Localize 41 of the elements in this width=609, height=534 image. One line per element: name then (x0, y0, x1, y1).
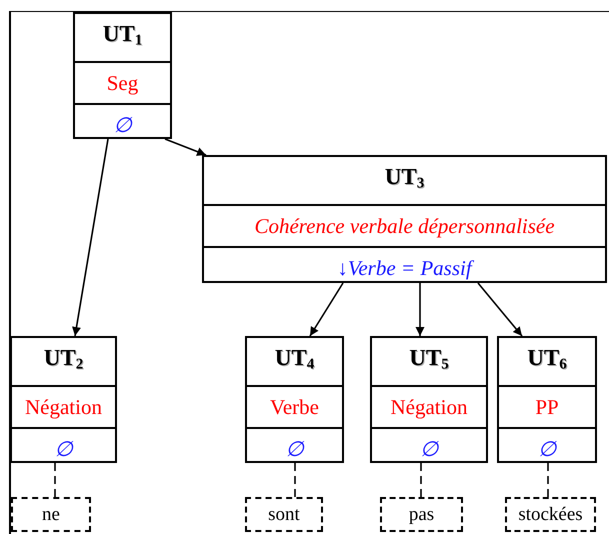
feature-label: ↓Verbe = Passif (204, 246, 605, 288)
unit-heading: UT$_{4}$ (274, 344, 316, 375)
category-label: Négation (372, 384, 486, 427)
unit-box (370, 336, 488, 463)
word-box (11, 497, 91, 532)
word-text: stockées (518, 504, 583, 526)
feature-label: ∅ (499, 426, 595, 469)
dashed-connector (294, 463, 296, 497)
feature-label: ∅ (75, 102, 170, 145)
category-label: PP (499, 384, 595, 427)
dashed-connector (420, 463, 422, 497)
unit-heading: UT$_{6}$ (526, 344, 568, 375)
unit-heading: UT$_{1}$ (102, 20, 144, 51)
dashed-connector (54, 463, 56, 497)
word-box (380, 497, 463, 532)
word-box (505, 497, 596, 532)
unit-heading: UT$_{2}$ (42, 344, 84, 375)
category-label: Cohérence verbale dépersonnalisée (204, 204, 605, 246)
unit-box (202, 155, 607, 283)
feature-label: ∅ (372, 426, 486, 469)
unit-heading: UT$_{5}$ (408, 344, 450, 375)
unit-heading: UT$_{3}$ (384, 163, 426, 194)
dashed-connector (547, 463, 549, 497)
category-label: Seg (75, 60, 170, 103)
unit-box (497, 336, 597, 463)
arrow (72, 138, 109, 336)
category-label: Négation (12, 384, 115, 427)
arrow (477, 282, 523, 337)
arrow (164, 138, 206, 156)
word-box (245, 497, 323, 532)
category-label: Verbe (247, 384, 342, 427)
feature-label: ∅ (247, 426, 342, 469)
word-text: pas (408, 504, 434, 526)
feature-label: ∅ (12, 426, 115, 469)
unit-box (10, 336, 117, 463)
unit-box (73, 12, 172, 139)
arrow (309, 282, 344, 336)
word-text: sont (268, 504, 300, 526)
word-text: ne (42, 504, 60, 526)
unit-box (245, 336, 344, 463)
arrow (416, 283, 424, 336)
